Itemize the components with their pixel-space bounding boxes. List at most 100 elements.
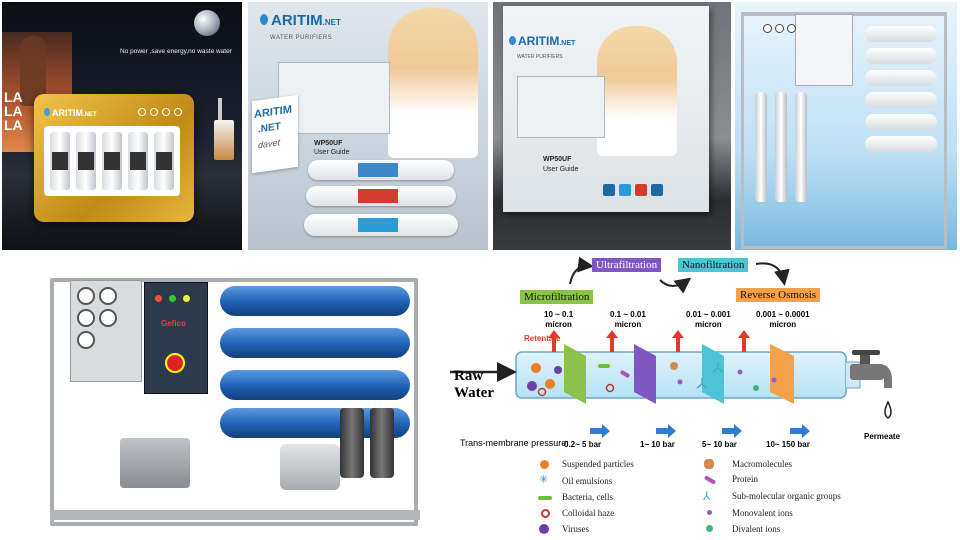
blue-membrane-vessel (220, 286, 410, 316)
gauge-icon (775, 24, 784, 33)
legend-protein: Protein (732, 474, 758, 484)
box-model: WP50UF (543, 156, 572, 163)
membrane-skid-photo: Gefico (10, 258, 430, 538)
orange-sphere-icon (540, 460, 549, 469)
legend-submolecular: Sub-molecular organic groups (732, 491, 841, 501)
box-guide: User Guide (543, 166, 579, 173)
retentate-label: Retentate (524, 334, 561, 343)
gauge-icon (99, 309, 117, 327)
filter-cartridge (102, 132, 122, 190)
legend-suspended: Suspended particles (562, 459, 634, 469)
tripod-icon: ⅄ (703, 489, 711, 503)
permeate-label: Permeate (864, 432, 901, 441)
particle-mono (771, 377, 777, 383)
base-rail (50, 510, 420, 520)
gauge-row (763, 24, 796, 33)
box-sub: WATER PURIFIERS (517, 54, 563, 60)
feature-icon (651, 184, 663, 196)
control-button-icon (150, 108, 158, 116)
brand-flag: ARITIM .NET davet (252, 94, 298, 174)
faucet-icon (850, 350, 892, 388)
particle-macro (670, 362, 678, 370)
filter-cartridge (128, 132, 148, 190)
particle-colloid (537, 387, 547, 397)
particle-virus (527, 381, 537, 391)
curve-arrow-1 (569, 256, 594, 285)
filter-column (795, 92, 807, 202)
membrane-ultra (634, 344, 656, 404)
feature-icon (619, 184, 631, 196)
retentate-arrow-3 (672, 330, 684, 352)
particle-mono (737, 369, 743, 375)
particle-virus (554, 366, 562, 374)
box-front: ARITIM.NET WATER PURIFIERS WP50UF User G… (503, 6, 709, 212)
stage-label-microfiltration: Microfiltration (520, 290, 594, 304)
control-box-label: Gefico (161, 319, 186, 328)
gauge-icon (77, 331, 95, 349)
high-pressure-pump (120, 438, 190, 488)
ring-icon (541, 509, 550, 518)
blue-membrane-vessel (220, 328, 410, 358)
particle-divalent (753, 385, 759, 391)
filter-column (775, 92, 787, 202)
gauge-icon (99, 287, 117, 305)
indicator-light-icon (155, 295, 162, 302)
curve-arrow-2 (659, 277, 692, 294)
woman-figure (597, 26, 677, 156)
pressure-arrow-4 (790, 424, 810, 438)
pressure-nano: 5~ 10 bar (702, 440, 737, 449)
gauge-panel (70, 280, 142, 382)
motor (280, 444, 340, 490)
closed-box-photo: ARITIM.NET WATER PURIFIERS WP50UF User G… (493, 2, 731, 250)
box-guide: User Guide (314, 149, 350, 156)
drop-icon (509, 36, 516, 45)
gauge-icon (77, 287, 95, 305)
indicator-light-icon (183, 295, 190, 302)
membrane-micro (564, 344, 586, 404)
control-button-icon (162, 108, 170, 116)
legend-divalent: Divalent ions (732, 524, 781, 534)
box-model: WP50UF (314, 140, 343, 147)
membrane-vessel (865, 114, 937, 130)
pressure-arrow-1 (590, 424, 610, 438)
pressure-arrow-3 (722, 424, 742, 438)
glass-icon (214, 120, 234, 160)
emergency-switch-icon (165, 353, 185, 373)
feature-icons (603, 184, 663, 196)
water-drop-icon (884, 400, 892, 419)
retentate-arrow-4 (738, 330, 750, 352)
skid-frame (50, 278, 418, 526)
control-cabinet (795, 14, 853, 86)
legend-oil: Oil emulsions (562, 476, 613, 486)
green-dot-icon (706, 525, 713, 532)
legend-macro: Macromolecules (732, 459, 792, 469)
box-sub: WATER PURIFIERS (270, 35, 333, 41)
drop-icon (260, 14, 268, 25)
control-box: Gefico (144, 282, 208, 394)
feature-icon (635, 184, 647, 196)
feature-icon (603, 184, 615, 196)
particle-protein (620, 370, 630, 378)
pressure-label: Trans-membrane pressure: (460, 438, 569, 448)
pressure-micro: 0.2~ 5 bar (564, 440, 602, 449)
filter-cartridge (76, 132, 96, 190)
diagram-svg (450, 256, 892, 438)
filtration-diagram: Microfiltration Ultrafiltration Nanofilt… (440, 252, 958, 538)
open-box-photo: ARITIM.NET WATER PURIFIERS WP50UF User G… (248, 2, 488, 250)
blue-membrane-vessel (220, 370, 410, 400)
particle-suspended (531, 363, 541, 373)
legend-colloid: Colloidal haze (562, 508, 615, 518)
retentate-arrow-2 (606, 330, 618, 352)
particle-suspended (545, 379, 555, 389)
macromolecule-icon (704, 459, 714, 469)
membrane-stack (865, 26, 937, 158)
filter-cartridge (154, 132, 174, 190)
ro-plant-photo (735, 2, 957, 250)
control-button-icon (174, 108, 182, 116)
protein-icon (703, 475, 717, 485)
dispenser-logo: ARITIM.NET (44, 108, 97, 118)
membrane-vessel (865, 136, 937, 152)
